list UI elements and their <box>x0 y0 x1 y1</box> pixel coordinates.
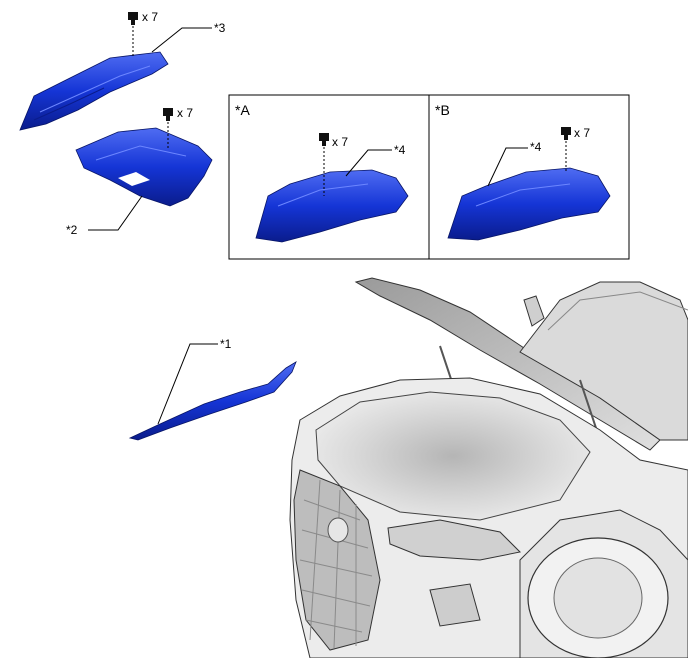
part-1-weatherstrip <box>128 361 297 441</box>
callout-4-a: *4 <box>394 143 406 157</box>
quantity-label: x 7 <box>142 10 159 24</box>
leader-line-1 <box>157 343 218 425</box>
callout-3: *3 <box>214 21 226 35</box>
quantity-label: x 7 <box>332 135 349 149</box>
clip-icon <box>128 12 138 25</box>
callout-2: *2 <box>66 223 78 237</box>
leader-line-4a <box>345 149 392 177</box>
leader-line-4b <box>487 147 528 187</box>
quantity-label: x 7 <box>177 106 194 120</box>
part-4-view-a <box>255 169 409 243</box>
callout-1: *1 <box>220 337 232 351</box>
view-b-frame <box>428 94 630 260</box>
part-4-view-b <box>447 167 611 241</box>
callout-4-b: *4 <box>530 140 542 154</box>
clip-icon <box>319 133 329 146</box>
part-3-cowl-cover <box>19 51 169 131</box>
vehicle-illustration <box>289 277 688 658</box>
view-label-a: *A <box>235 102 250 118</box>
leader-line-3 <box>151 27 212 53</box>
clip-icon <box>561 127 571 140</box>
view-label-b: *B <box>435 102 450 118</box>
leader-line-2 <box>88 195 143 231</box>
clip-icon <box>163 108 173 121</box>
part-2-cowl-cover <box>75 127 213 207</box>
quantity-label: x 7 <box>574 126 591 140</box>
